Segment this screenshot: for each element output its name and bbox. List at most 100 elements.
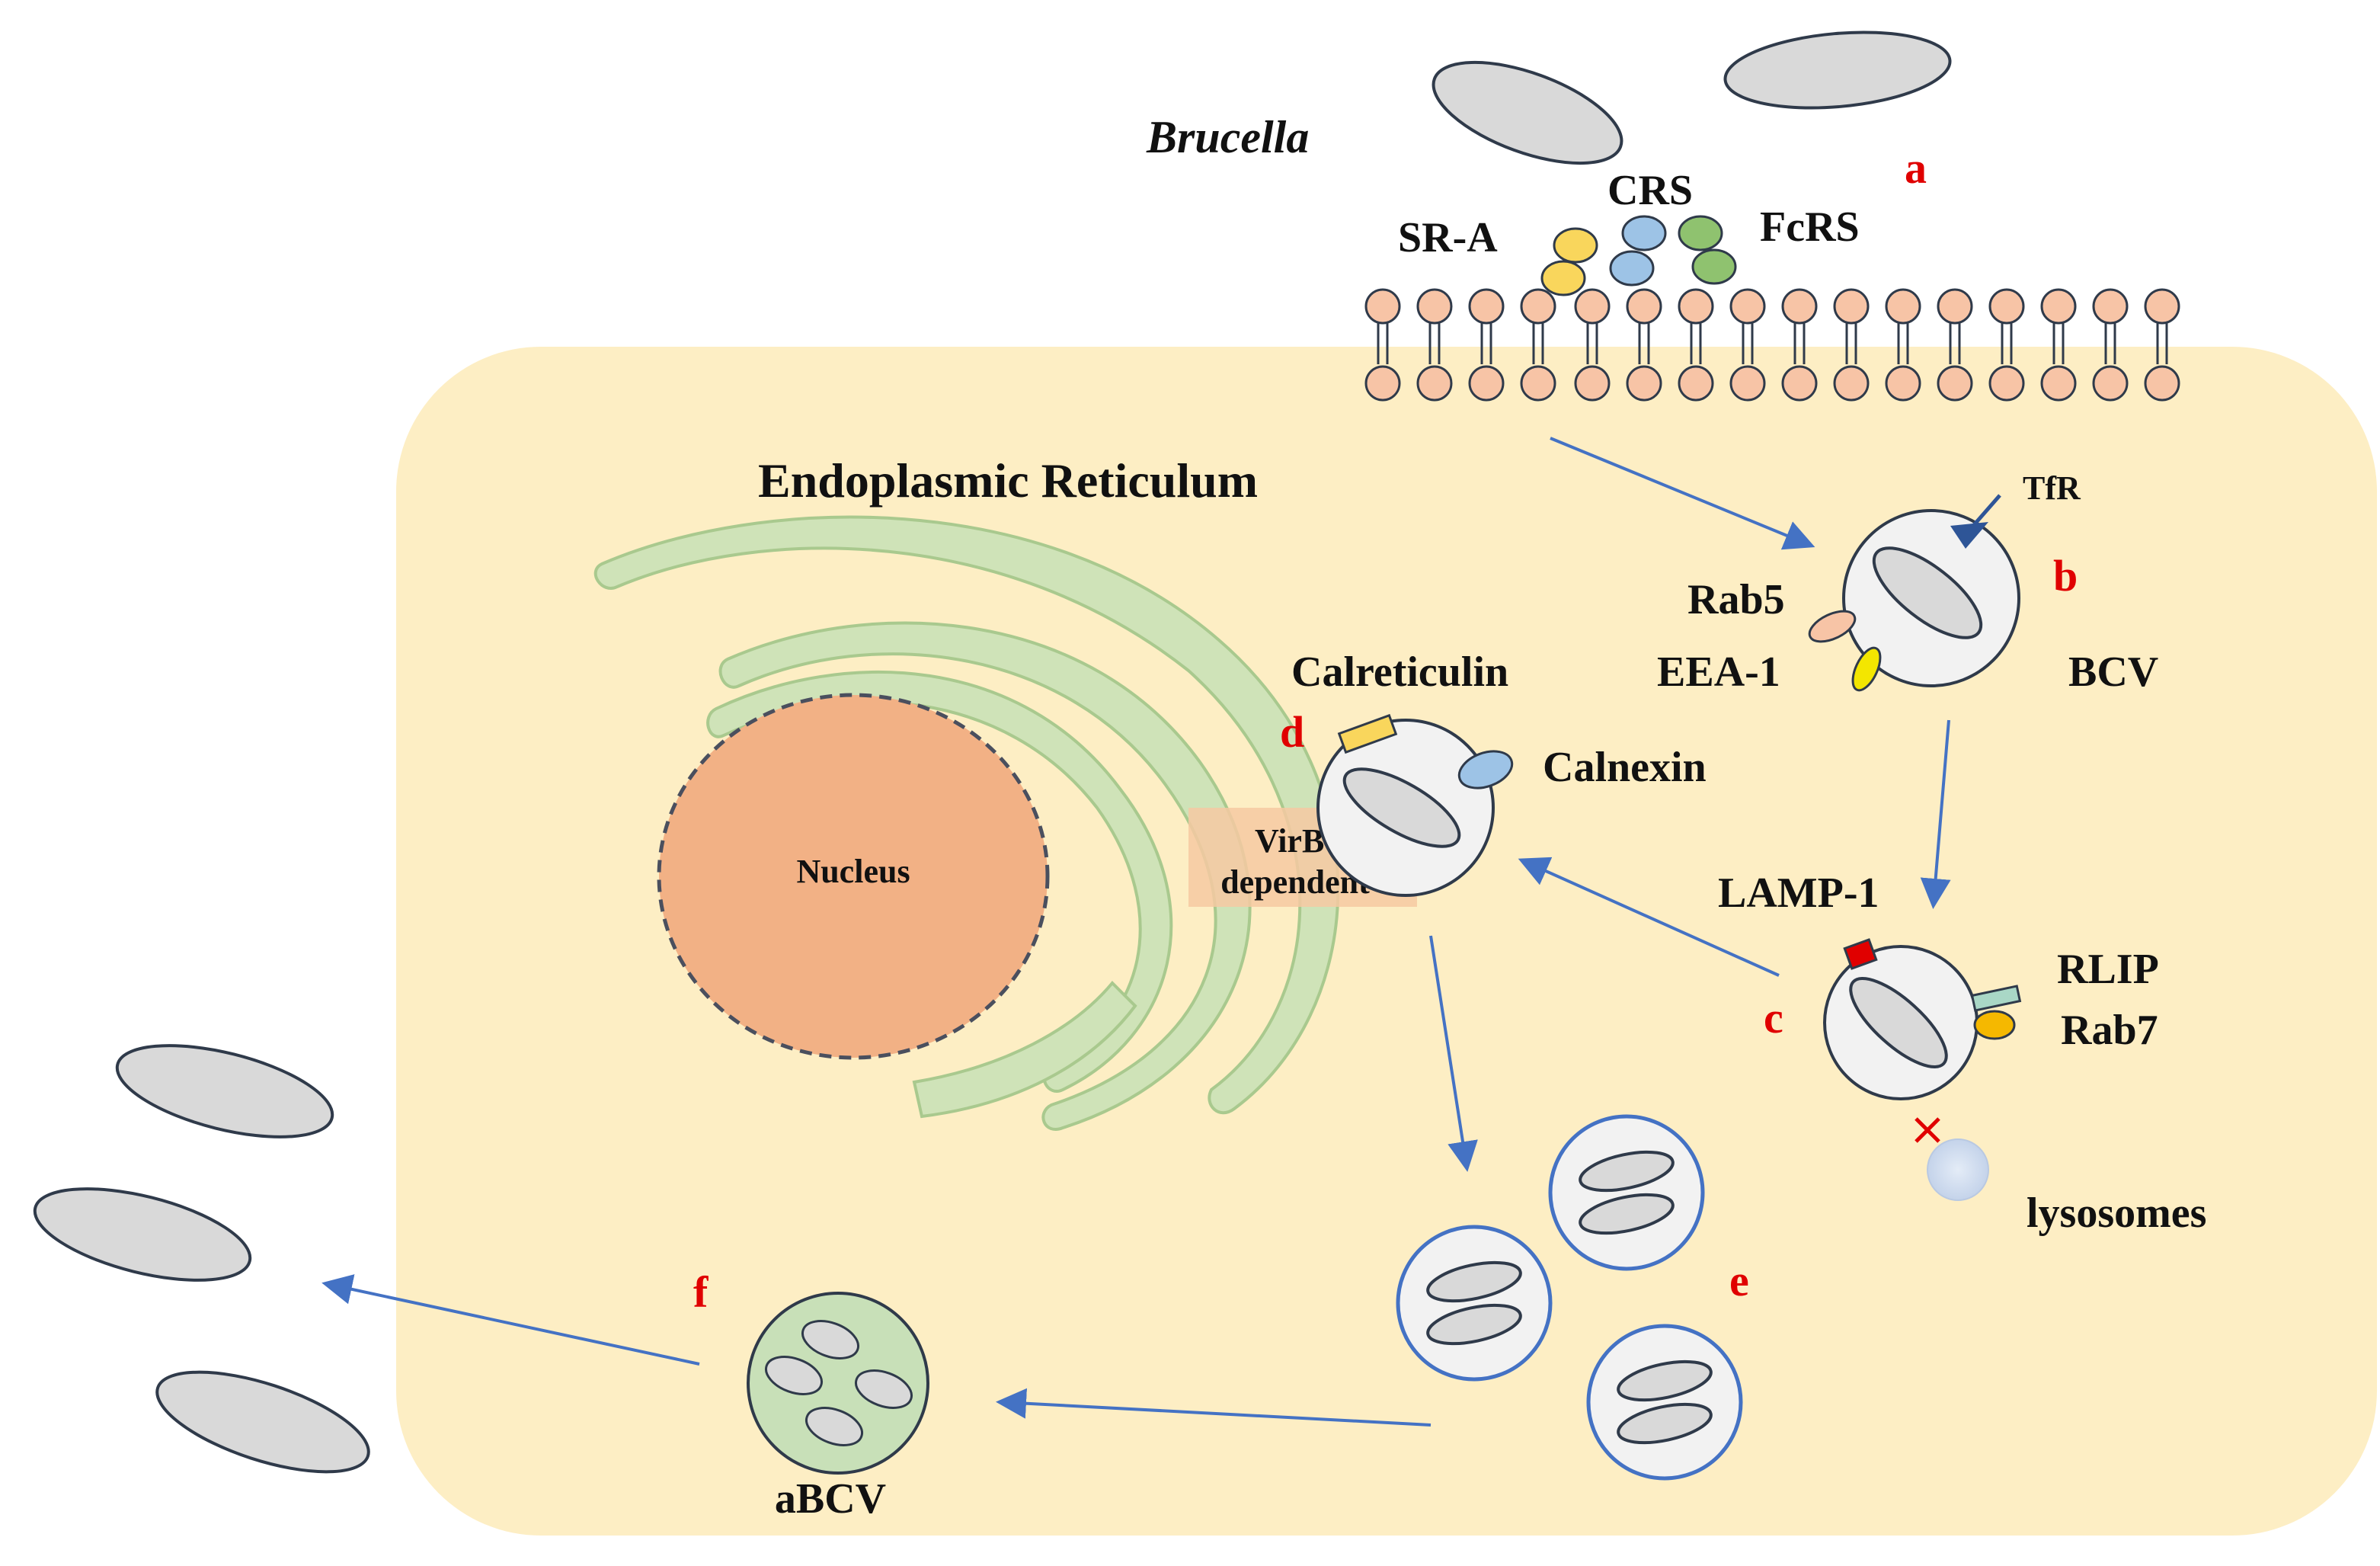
lipid-head (1833, 365, 1870, 402)
lipid-head (1678, 365, 1714, 402)
bcv-vacuole (1808, 494, 2020, 692)
lipid-tail (2052, 319, 2065, 364)
tfr-label: TfR (2023, 469, 2081, 507)
arrow-replication-to-abcv (996, 1388, 1432, 1427)
bcv-label: BCV (2068, 648, 2158, 696)
lipid-head (1988, 288, 2025, 325)
lipid-head (1885, 365, 1921, 402)
lipid-tail (2001, 319, 2013, 364)
lipid-head (1937, 288, 1973, 325)
lipid-head (1626, 365, 1662, 402)
brucella-label: Brucella (1146, 112, 1309, 162)
crs-receptor (1609, 250, 1655, 287)
lipid-tail (1897, 319, 1909, 364)
er-label: Endoplasmic Reticulum (758, 453, 1258, 508)
cell-membrane-bilayer (1364, 288, 2180, 402)
lipid-head (1729, 365, 1766, 402)
lipid-head (1416, 365, 1453, 402)
lysosome (1915, 1117, 1989, 1201)
calnexin-marker (1457, 750, 1514, 789)
lipid-head (1574, 365, 1611, 402)
abcv-label: aBCV (775, 1475, 886, 1523)
arrow-abcv-to-release (321, 1274, 700, 1366)
bacterium (765, 1356, 823, 1395)
fcrs-receptor (1691, 248, 1737, 285)
bacterium (1617, 1359, 1713, 1402)
bacterium (805, 1407, 863, 1446)
lipid-tail (2104, 319, 2116, 364)
lipid-head (1520, 288, 1556, 325)
calreticulin-label: Calreticulin (1291, 648, 1508, 696)
lipid-head (2040, 288, 2077, 325)
replicating-bcvs (1396, 1114, 1743, 1481)
arrow-membrane-to-bcv (1550, 437, 1815, 550)
blocked-fusion-icon (1915, 1117, 1940, 1143)
lipid-tail (1742, 319, 1754, 364)
nucleus (657, 693, 1050, 1060)
step-c: c (1764, 993, 1783, 1042)
surface-receptors (1540, 215, 1737, 296)
lipid-head (1678, 288, 1714, 325)
crs-receptor (1621, 215, 1667, 251)
arrow-lamp1-to-er (1518, 857, 1780, 977)
rab7-marker (1973, 1010, 2016, 1040)
lipid-head (2144, 365, 2180, 402)
lipid-head (1468, 288, 1505, 325)
bacterium (1426, 1303, 1522, 1346)
arrow-bcv-to-lamp1 (1920, 719, 1951, 909)
arrow-er-to-replication (1429, 935, 1478, 1172)
fcrs-receptor (1678, 215, 1723, 251)
step-d: d (1280, 707, 1304, 757)
er-cisterna-middle (718, 621, 1252, 1131)
lipid-head (1626, 288, 1662, 325)
bacterium (115, 1044, 334, 1138)
lipid-head (2040, 365, 2077, 402)
bacterium (1849, 977, 1948, 1068)
lipid-head (1781, 365, 1818, 402)
lipid-tail (1586, 319, 1598, 364)
replicating-bcv (1586, 1324, 1743, 1481)
lipid-head (1988, 365, 2025, 402)
rab7-label: Rab7 (2061, 1007, 2158, 1054)
lipid-head (1364, 288, 1401, 325)
step-a: a (1905, 143, 1927, 193)
bacterium (33, 1187, 252, 1282)
abcv-membrane (747, 1292, 929, 1475)
replicating-bcv (1548, 1114, 1705, 1271)
step-e: e (1729, 1256, 1749, 1305)
endoplasmic-reticulum (593, 515, 1340, 1131)
rlip-marker (1970, 985, 2022, 1012)
lipid-head (2092, 288, 2129, 325)
calreticulin-marker (1337, 713, 1398, 754)
lamp1-vacuole (1823, 938, 2022, 1100)
bacterium (155, 1370, 370, 1474)
replicating-bcv (1396, 1225, 1553, 1382)
abcv-vacuole (747, 1292, 929, 1475)
lipid-head (1781, 288, 1818, 325)
sr-a-receptor (1540, 260, 1586, 296)
lipid-tail (1638, 319, 1650, 364)
bacterium (1872, 546, 1983, 639)
lipid-tail (1532, 319, 1544, 364)
extracellular-bacteria-top (1432, 30, 1952, 165)
step-b: b (2053, 551, 2078, 600)
lipid-head (1574, 288, 1611, 325)
tfr-receptor (1950, 522, 1988, 549)
pathway-arrows (321, 437, 1951, 1427)
tfr-stem (1972, 494, 2001, 527)
er-lower-arc (912, 981, 1137, 1119)
lipid-head (1364, 365, 1401, 402)
er-cisterna-inner (706, 670, 1173, 1093)
lipid-tail (1845, 319, 1857, 364)
lipid-head (1937, 365, 1973, 402)
lamp1-label: LAMP-1 (1718, 869, 1879, 917)
released-bacteria (33, 1044, 370, 1474)
bacterium (1723, 30, 1952, 110)
lipid-head (1520, 365, 1556, 402)
lipid-head (1885, 288, 1921, 325)
bacterium (1342, 767, 1461, 848)
lipid-tail (1690, 319, 1702, 364)
lamp1-marker (1843, 938, 1878, 970)
rlip-label: RLIP (2057, 946, 2159, 993)
